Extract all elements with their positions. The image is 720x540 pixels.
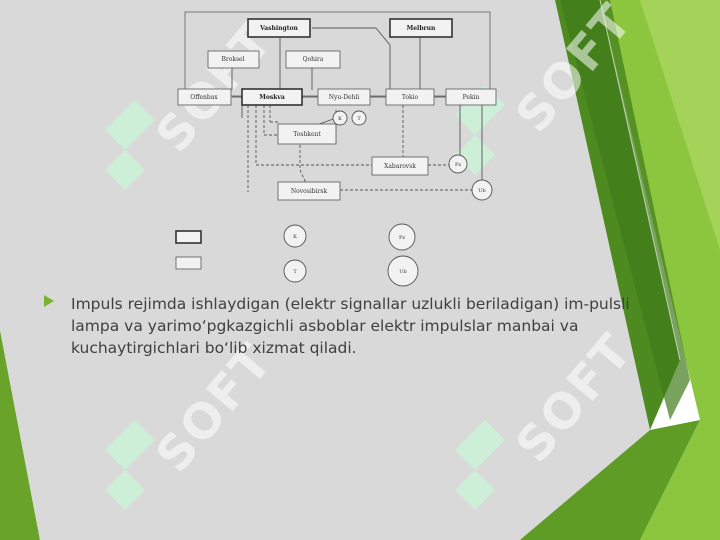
svg-text:T: T [357, 116, 361, 122]
svg-text:Nyu-Dehli: Nyu-Dehli [329, 94, 360, 101]
node-melburn: Melbrun [389, 18, 453, 38]
legend: K T Pz Ub [175, 223, 419, 287]
svg-text:Ub: Ub [399, 269, 406, 275]
svg-text:Pz: Pz [455, 162, 461, 168]
svg-text:Vashington: Vashington [259, 25, 298, 32]
node-xabarovsk: Xabarovsk [371, 156, 429, 176]
legend-k: K [283, 224, 307, 248]
legend-ub: Ub [387, 255, 419, 287]
node-moskva: Moskva [241, 88, 303, 106]
svg-text:Novosibirsk: Novosibirsk [291, 188, 328, 195]
svg-text:Offenbax: Offenbax [190, 94, 218, 101]
node-vashington: Vashington [247, 18, 311, 38]
node-nyu-dehli: Nyu-Dehli [317, 88, 371, 106]
watermark-logo-icon [105, 420, 155, 510]
svg-text:T: T [293, 269, 297, 275]
watermark-logo-icon [455, 85, 505, 175]
circle-ub: Ub [471, 179, 493, 201]
svg-text:Xabarovsk: Xabarovsk [384, 163, 416, 170]
watermark-logo-icon [455, 420, 505, 510]
node-novosibirsk: Novosibirsk [277, 181, 341, 201]
legend-bold-box [175, 230, 202, 244]
watermark-logo-icon [105, 100, 155, 190]
node-tokio: Tokio [385, 88, 435, 106]
bullet-text: Impuls rejimda ishlaydigan (elektr signa… [71, 295, 630, 357]
svg-text:Tokio: Tokio [402, 94, 419, 101]
legend-pz: Pz [388, 223, 416, 251]
node-toshkent: Toshkent [277, 123, 337, 145]
svg-text:Melbrun: Melbrun [407, 25, 436, 32]
circle-k: K [332, 110, 348, 126]
node-qohira: Qohira [285, 50, 341, 69]
node-brokseil: Broksel [207, 50, 260, 69]
legend-t: T [283, 259, 307, 283]
circle-t: T [351, 110, 367, 126]
node-offenbax: Offenbax [177, 88, 232, 106]
svg-text:K: K [338, 116, 342, 122]
bullet-item: Impuls rejimda ishlaydigan (elektr signa… [44, 293, 654, 359]
svg-text:Qohira: Qohira [303, 56, 324, 63]
svg-text:Ub: Ub [478, 188, 485, 194]
svg-text:Moskva: Moskva [259, 94, 285, 101]
circle-pz: Pz [448, 154, 468, 174]
svg-text:Broksel: Broksel [221, 56, 244, 63]
svg-text:Pekin: Pekin [463, 94, 480, 101]
bullet-arrow-icon [44, 295, 54, 307]
node-pekin: Pekin [445, 88, 497, 106]
svg-text:Pz: Pz [399, 235, 405, 241]
legend-thin-box [175, 256, 202, 270]
svg-text:K: K [293, 234, 297, 240]
svg-text:Toshkent: Toshkent [293, 131, 321, 138]
